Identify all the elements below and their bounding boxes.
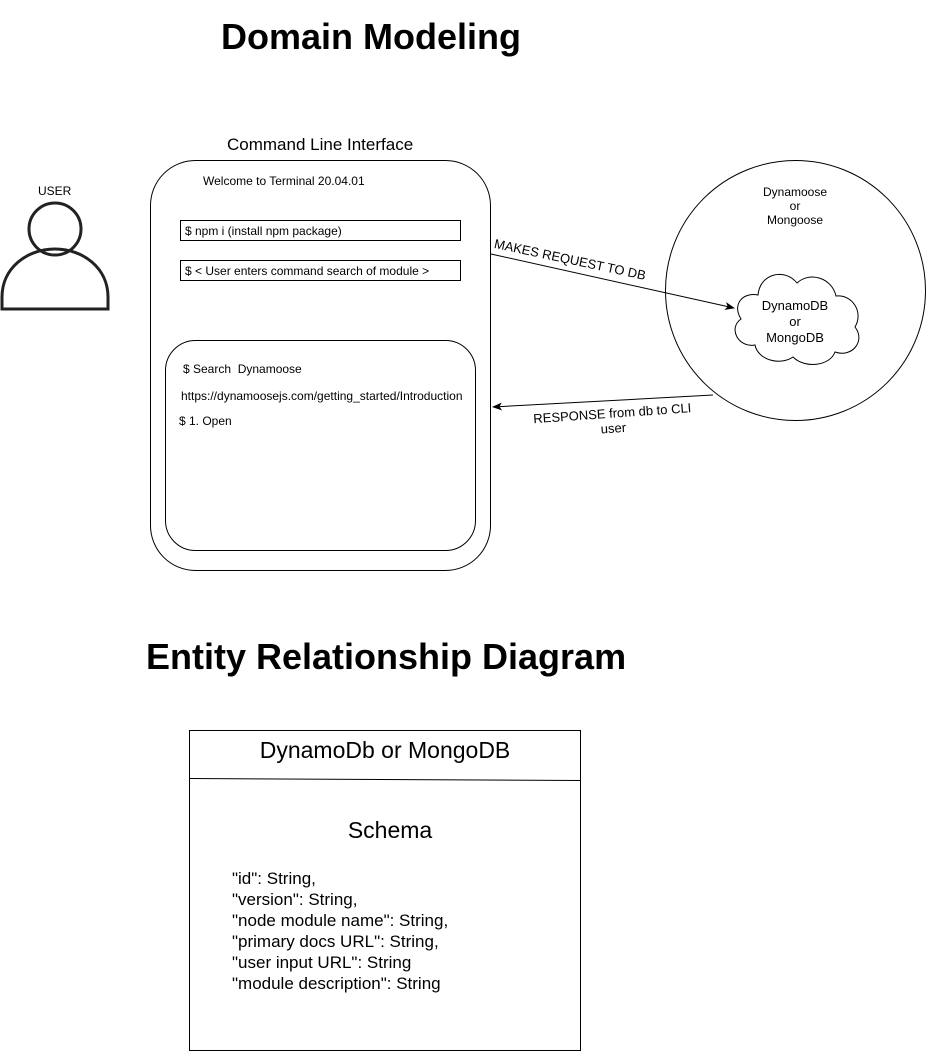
schema-field: "user input URL": String <box>232 953 412 972</box>
command-1-text: $ npm i (install npm package) <box>185 224 342 238</box>
database-cloud-icon <box>734 274 860 365</box>
user-icon <box>0 201 110 311</box>
domain-modeling-title: Domain Modeling <box>221 16 521 57</box>
odm-label-line-3: Mongoose <box>766 213 824 227</box>
odm-label: Dynamoose or Mongoose <box>745 185 845 227</box>
odm-label-line-1: Dynamoose <box>762 185 828 199</box>
entity-name: DynamoDb or MongoDB <box>259 737 511 763</box>
output-search-line: $ Search Dynamoose <box>183 362 302 376</box>
database-label-line-3: MongoDB <box>766 330 824 345</box>
schema-heading: Schema <box>347 817 433 843</box>
output-url-line: https://dynamoosejs.com/getting_started/… <box>181 389 463 403</box>
schema-field: "version": String, <box>232 890 358 909</box>
schema-field: "node module name": String, <box>232 911 449 930</box>
entity-divider <box>189 778 581 781</box>
odm-label-line-2: or <box>789 199 801 213</box>
database-label: DynamoDB or MongoDB <box>745 298 845 346</box>
command-box-1 <box>180 220 461 241</box>
command-box-2 <box>180 260 461 281</box>
command-2-text: $ < User enters command search of module… <box>185 264 430 278</box>
schema-field: "module description": String <box>232 974 441 993</box>
response-arrow <box>492 394 714 411</box>
database-label-line-1: DynamoDB <box>761 298 829 313</box>
cli-output-panel <box>165 340 476 551</box>
schema-field: "id": String, <box>232 869 316 888</box>
user-label: USER <box>38 184 72 198</box>
database-label-line-2: or <box>789 314 801 329</box>
cli-heading: Command Line Interface <box>227 135 414 154</box>
erd-title: Entity Relationship Diagram <box>146 636 627 677</box>
schema-field: "primary docs URL": String, <box>232 932 439 951</box>
cli-welcome-text: Welcome to Terminal 20.04.01 <box>203 174 365 188</box>
output-open-line: $ 1. Open <box>179 414 232 428</box>
request-arrow <box>490 253 735 310</box>
